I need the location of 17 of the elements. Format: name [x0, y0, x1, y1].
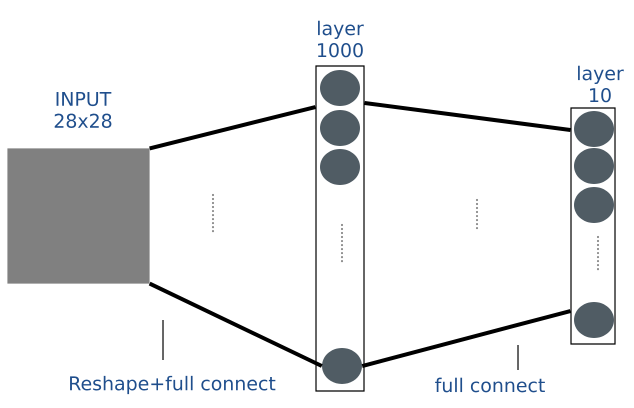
connection-line: [149, 105, 316, 150]
layer-caption: full connect: [435, 378, 545, 392]
neuron-circle: [574, 187, 614, 223]
neuron-circle: [320, 149, 360, 185]
connection-line: [364, 101, 571, 132]
neuron-circle: [320, 70, 360, 106]
layer-caption: Reshape+full connect: [70, 376, 276, 394]
layer-heading: layer 10: [578, 66, 624, 102]
connection-line: [362, 309, 571, 368]
neuron-circle: [574, 148, 614, 184]
neuron-circle: [322, 348, 362, 384]
layer-heading: layer 1000: [318, 20, 364, 58]
connection-line: [148, 282, 323, 368]
layer-heading: INPUT 28x28: [54, 92, 112, 128]
neuron-circle: [320, 110, 360, 146]
neuron-circle: [574, 111, 614, 147]
neuron-circle: [574, 302, 614, 338]
